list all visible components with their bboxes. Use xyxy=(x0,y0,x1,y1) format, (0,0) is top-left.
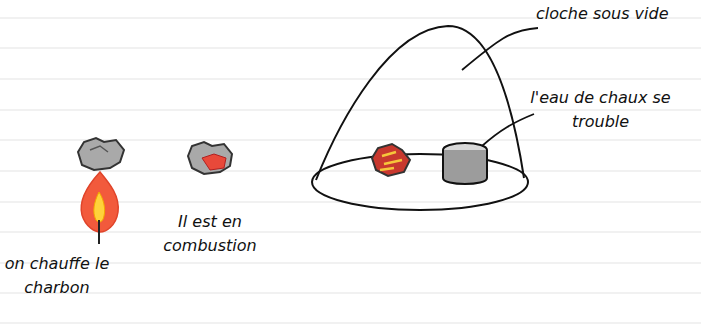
coal-shading xyxy=(90,146,108,152)
callout-label: cloche sous vide xyxy=(536,2,669,26)
coal-lump xyxy=(188,142,232,174)
flame-core xyxy=(94,192,105,222)
step-caption: Il est en combustion xyxy=(155,210,265,258)
coal-lump xyxy=(372,144,410,176)
paper-lines xyxy=(0,18,701,323)
bell-jar-base xyxy=(312,154,528,210)
coal-lump xyxy=(78,138,124,170)
callout-label: l'eau de chaux se trouble xyxy=(528,86,673,134)
leader-line xyxy=(482,114,534,146)
leader-line xyxy=(462,28,538,70)
coal-glow xyxy=(380,152,402,170)
coal-glow xyxy=(202,154,226,170)
wick xyxy=(98,220,100,244)
beaker-body xyxy=(443,150,487,184)
step-caption: on chauffe le charbon xyxy=(2,252,112,300)
bell-jar-dome xyxy=(316,26,524,180)
